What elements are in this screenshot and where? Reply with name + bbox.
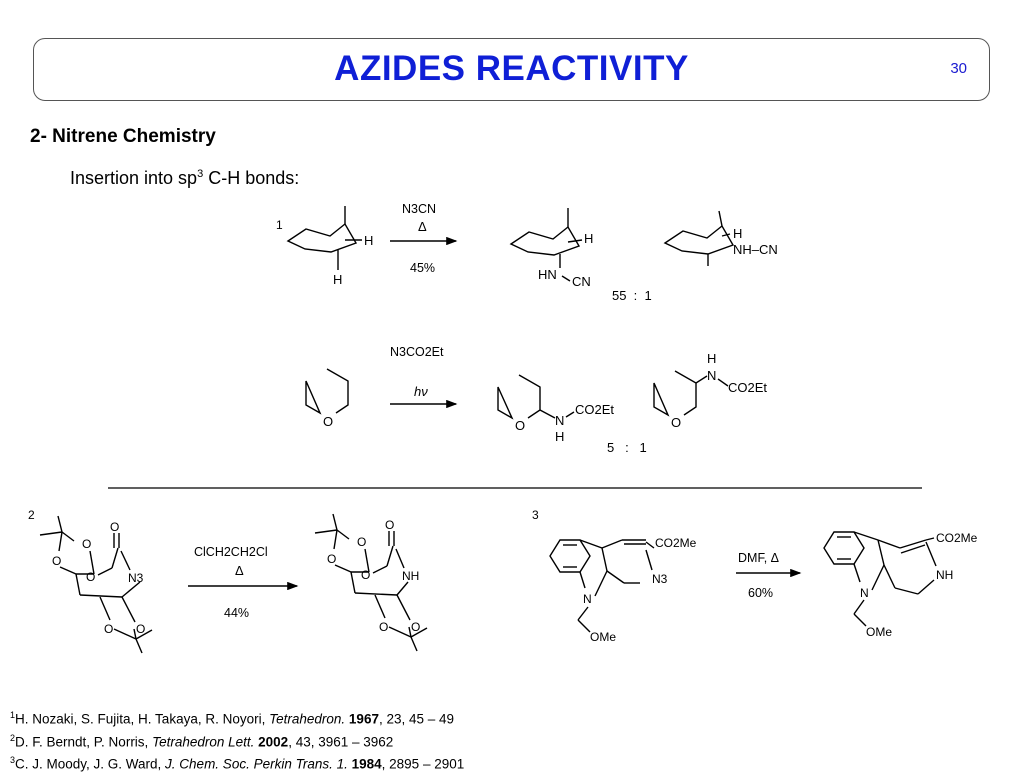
scheme-1-reagent: N3CN xyxy=(402,202,436,216)
svg-text:N3: N3 xyxy=(128,571,144,585)
scheme-2-reagent: N3CO2Et xyxy=(390,345,444,359)
svg-text:NH: NH xyxy=(936,568,953,582)
scheme-2-condition: hν xyxy=(414,384,428,399)
reference-item: 1H. Nozaki, S. Fujita, H. Takaya, R. Noy… xyxy=(10,710,455,727)
title-box: AZIDES REACTIVITY 30 xyxy=(33,38,990,101)
methylcyclohexane-structure: H H xyxy=(286,206,373,287)
scheme-3-condition: Δ xyxy=(235,563,244,578)
scheme-3-reagent: ClCH2CH2Cl xyxy=(194,545,268,559)
svg-text:N: N xyxy=(555,413,564,428)
svg-text:O: O xyxy=(361,568,370,582)
svg-text:CO2Et: CO2Et xyxy=(728,380,767,395)
sugar-azide-structure: O O O O N3 O O xyxy=(39,515,153,654)
section-heading: 2- Nitrene Chemistry xyxy=(30,126,216,147)
svg-text:O: O xyxy=(379,620,388,634)
scheme-3-yield: 44% xyxy=(224,606,249,620)
svg-text:O: O xyxy=(110,520,119,534)
svg-text:O: O xyxy=(86,570,95,584)
product-1b-structure: H NH–CN xyxy=(663,210,778,266)
svg-text:H: H xyxy=(584,231,593,246)
oxazolidinone-product-structure: O O O O NH O O xyxy=(314,513,428,652)
scheme-1-ratio: 55 : 1 xyxy=(612,288,652,303)
product-2b-structure: O H N CO2Et xyxy=(653,351,767,430)
svg-text:O: O xyxy=(82,537,91,551)
scheme-1: 1 H H N3CN Δ 45% H HN CN xyxy=(276,202,778,303)
svg-text:H: H xyxy=(707,351,716,366)
svg-text:CN: CN xyxy=(572,274,591,289)
svg-text:CO2Me: CO2Me xyxy=(936,531,978,545)
svg-text:N: N xyxy=(707,368,716,383)
tetrahydropyran-structure: O xyxy=(305,368,349,429)
svg-text:H: H xyxy=(555,429,564,444)
page-number: 30 xyxy=(950,60,967,77)
references: 1H. Nozaki, S. Fujita, H. Takaya, R. Noy… xyxy=(10,706,464,774)
svg-text:CO2Et: CO2Et xyxy=(575,402,614,417)
svg-text:N: N xyxy=(583,592,592,606)
product-1a-structure: H HN CN xyxy=(509,208,593,289)
svg-text:O: O xyxy=(671,415,681,430)
svg-text:H: H xyxy=(333,272,342,287)
svg-text:O: O xyxy=(52,554,61,568)
scheme-4: 3 N CO2Me N3 OMe DMF, Δ 60% N xyxy=(532,508,978,644)
azepinoindole-product-structure: N CO2Me NH OMe xyxy=(823,531,978,639)
scheme-3: 2 O O O O N3 O O ClCH2CH2Cl Δ 44% xyxy=(28,508,428,654)
svg-text:H: H xyxy=(364,233,373,248)
svg-text:H: H xyxy=(733,226,742,241)
scheme-2-ratio: 5 : 1 xyxy=(607,440,647,455)
svg-text:O: O xyxy=(357,535,366,549)
svg-text:NH: NH xyxy=(402,569,419,583)
scheme-4-label: 3 xyxy=(532,508,539,522)
svg-text:OMe: OMe xyxy=(866,625,892,639)
slide-title: AZIDES REACTIVITY xyxy=(334,49,689,88)
scheme-3-label: 2 xyxy=(28,508,35,522)
svg-text:HN: HN xyxy=(538,267,557,282)
indole-vinyl-azide-structure: N CO2Me N3 OMe xyxy=(549,536,697,644)
svg-text:CO2Me: CO2Me xyxy=(655,536,697,550)
svg-text:O: O xyxy=(136,622,145,636)
scheme-4-reagent: DMF, Δ xyxy=(738,551,779,565)
svg-text:OMe: OMe xyxy=(590,630,616,644)
svg-text:O: O xyxy=(411,620,420,634)
scheme-1-label: 1 xyxy=(276,218,283,232)
reaction-schemes: 1 H H N3CN Δ 45% H HN CN xyxy=(28,202,978,654)
svg-text:O: O xyxy=(104,622,113,636)
svg-text:O: O xyxy=(515,418,525,433)
svg-text:O: O xyxy=(327,552,336,566)
scheme-1-condition: Δ xyxy=(418,219,427,234)
reference-item: 3C. J. Moody, J. G. Ward, J. Chem. Soc. … xyxy=(10,755,465,772)
scheme-2: O N3CO2Et hν O N H CO2Et O H N CO2Et 5 :… xyxy=(305,345,767,455)
subtitle: Insertion into sp3 C-H bonds: xyxy=(70,168,300,188)
svg-text:O: O xyxy=(323,414,333,429)
svg-text:O: O xyxy=(385,518,394,532)
product-2a-structure: O N H CO2Et xyxy=(497,374,614,444)
reference-item: 2D. F. Berndt, P. Norris, Tetrahedron Le… xyxy=(10,732,394,750)
scheme-4-yield: 60% xyxy=(748,586,773,600)
scheme-1-yield: 45% xyxy=(410,261,435,275)
svg-text:N3: N3 xyxy=(652,572,668,586)
svg-text:NH–CN: NH–CN xyxy=(733,242,778,257)
svg-text:N: N xyxy=(860,586,869,600)
